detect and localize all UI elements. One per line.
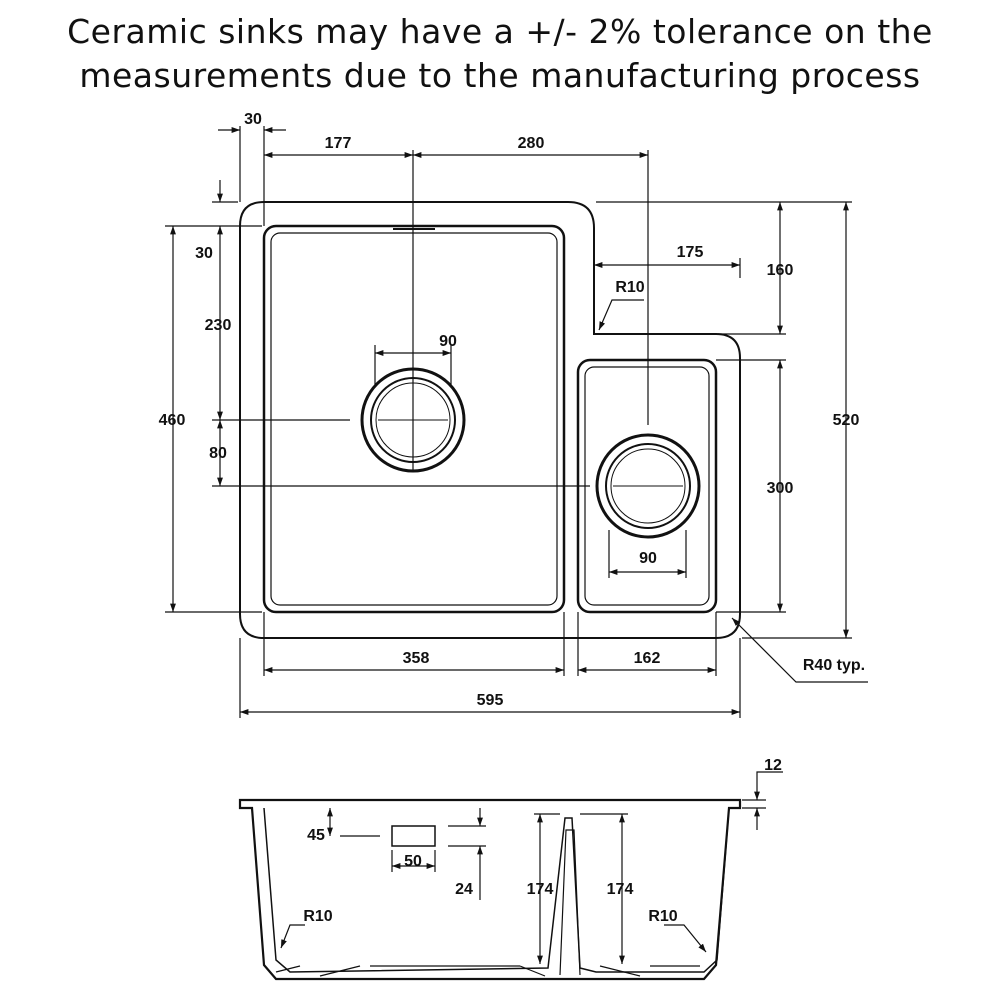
section-outer-outline: [238, 798, 742, 981]
dim-small-bowl-depth-label: 174: [607, 881, 634, 898]
dim-radius-left-label: R10: [303, 908, 332, 925]
dim-corner-radius-label: R40 typ.: [803, 657, 865, 674]
section-view: 12 45 50 24 174 174 R10 R10: [238, 757, 783, 981]
dim-main-waste-y-label: 230: [205, 317, 232, 334]
section-divider-inner: [559, 829, 581, 976]
section-foot-lines: [275, 965, 700, 977]
dim-main-width-label: 358: [403, 650, 430, 667]
dim-small-width-label: 162: [634, 650, 661, 667]
dim-step-radius-label: R10: [615, 279, 644, 296]
dim-rim-left-label: 30: [244, 111, 262, 128]
overflow-outlet: [391, 825, 436, 847]
tolerance-note-line-1: Ceramic sinks may have a +/- 2% toleranc…: [67, 12, 933, 51]
dim-overall-width-label: 595: [477, 692, 504, 709]
dim-main-bowl-depth-label: 174: [527, 881, 554, 898]
dim-step-width-label: 175: [677, 244, 704, 261]
section-dimension-lines: [280, 771, 783, 964]
dim-radius-right-label: R10: [648, 908, 677, 925]
section-main-bowl: [263, 807, 730, 973]
main-bowl-outline: [262, 224, 566, 614]
dim-waste-offset-label: 80: [209, 445, 227, 462]
tolerance-note-line-2: measurements due to the manufacturing pr…: [79, 56, 921, 95]
dim-overall-depth-label: 520: [833, 412, 860, 429]
dim-rim-top-label: 30: [195, 245, 213, 262]
dim-main-depth-label: 460: [159, 412, 186, 429]
dim-small-waste-dia-label: 90: [639, 550, 657, 567]
dim-main-waste-dia-label: 90: [439, 333, 457, 350]
dim-rim-thickness-label: 12: [764, 757, 782, 774]
plan-view: 30 177 280 30 230 460 80 90 175 160 R10 …: [159, 111, 868, 718]
dim-small-height-label: 300: [767, 480, 794, 497]
tolerance-note: Ceramic sinks may have a +/- 2% toleranc…: [0, 10, 1000, 98]
main-bowl-inner-line: [270, 232, 558, 606]
dimension-lines: [170, 127, 868, 715]
dim-step-height-label: 160: [767, 262, 794, 279]
small-waste: [595, 433, 701, 539]
dim-overflow-height-label: 24: [455, 881, 473, 898]
dim-waste-from-inner-label: 177: [325, 135, 352, 152]
dim-overflow-top-label: 45: [307, 827, 325, 844]
dim-overflow-width-label: 50: [404, 853, 422, 870]
dim-waste-to-waste-label: 280: [518, 135, 545, 152]
extension-lines: [165, 126, 852, 718]
